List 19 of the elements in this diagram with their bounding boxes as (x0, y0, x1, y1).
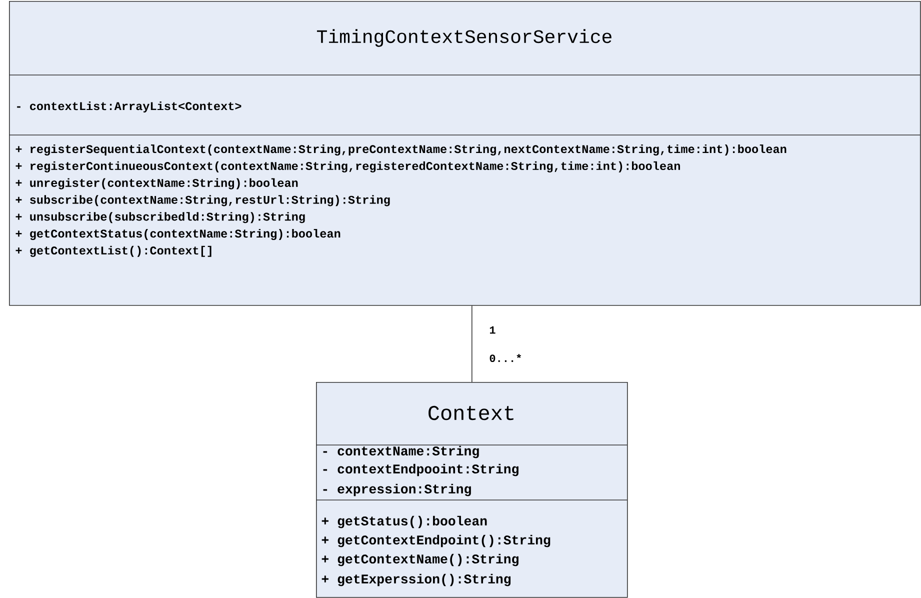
class-name: Context (428, 406, 514, 420)
class-name: TimingContextSensorService (316, 29, 612, 47)
method: + getContextName():String (322, 554, 518, 566)
method: + registerSequentialContext(contextName:String,preContextName:String,nextContextName:String,time:int):boolean (16, 144, 786, 156)
method: + unregister(contextName:String):boolean (16, 178, 298, 190)
method: + getContextStatus(contextName:String):boolean (16, 228, 340, 240)
attribute: - contextList:ArrayList<Context> (17, 102, 242, 112)
attribute: - contextName:String (323, 446, 479, 458)
method: + getContextList():Context[] (16, 246, 212, 257)
multiplicity-label: 0...* (490, 354, 522, 362)
method: + unsubscribe(subscribedld:String):String (16, 212, 305, 224)
attribute: - contextEndpooint:String (323, 464, 518, 476)
method: + registerContinueousContext(contextName:String,registeredContextName:String,time:int):boolean (16, 161, 680, 172)
attribute: - expression:String (323, 484, 471, 496)
method: + getStatus():boolean (322, 516, 487, 528)
multiplicity-label: 1 (490, 326, 496, 334)
method: + subscribe(contextName:String,restUrl:String):String (16, 195, 390, 206)
method: + getExperssion():String (322, 574, 511, 586)
method: + getContextEndpoint():String (322, 534, 550, 548)
